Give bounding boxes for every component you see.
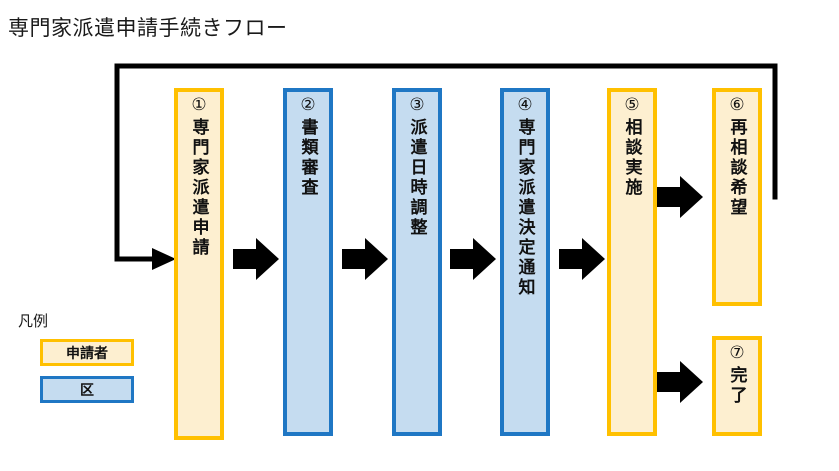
flow-step-6-label: 再相談希望 [727, 118, 747, 218]
flow-step-5-number: ⑤ [624, 95, 640, 115]
connector-arrow-3-to-4 [450, 238, 496, 280]
connector-arrow-5-to-7 [657, 361, 703, 403]
flow-step-4-number: ④ [517, 95, 533, 115]
flow-step-3-label: 派遣日時調整 [407, 118, 427, 238]
flow-step-3-number: ③ [409, 95, 425, 115]
flow-step-1[interactable]: ① 専門家派遣申請 [174, 88, 224, 440]
flow-step-5-label: 相談実施 [622, 118, 642, 198]
flow-step-6[interactable]: ⑥ 再相談希望 [712, 88, 762, 306]
connector-arrow-1-to-2 [233, 238, 279, 280]
flow-step-2[interactable]: ② 書類審査 [283, 88, 333, 436]
legend-item-applicant: 申請者 [40, 339, 134, 366]
flow-step-1-label: 専門家派遣申請 [189, 118, 209, 258]
flow-step-7-label: 完了 [727, 366, 747, 406]
flow-step-5[interactable]: ⑤ 相談実施 [607, 88, 657, 436]
flow-step-4[interactable]: ④ 専門家派遣決定通知 [500, 88, 550, 436]
flow-step-7-number: ⑦ [729, 343, 745, 363]
flow-step-2-number: ② [300, 95, 316, 115]
legend-item-ward-label: 区 [80, 381, 94, 398]
connector-arrow-2-to-3 [342, 238, 388, 280]
connector-arrow-4-to-5 [559, 238, 605, 280]
flow-step-7[interactable]: ⑦ 完了 [712, 336, 762, 436]
connector-arrow-5-to-6 [657, 176, 703, 218]
legend-item-ward: 区 [40, 376, 134, 403]
legend-item-applicant-label: 申請者 [66, 344, 108, 361]
flow-step-6-number: ⑥ [729, 95, 745, 115]
flow-step-3[interactable]: ③ 派遣日時調整 [392, 88, 442, 436]
legend-title: 凡例 [18, 313, 49, 330]
flow-step-4-label: 専門家派遣決定通知 [515, 118, 535, 298]
flow-step-1-number: ① [191, 95, 207, 115]
flow-step-2-label: 書類審査 [298, 118, 318, 198]
legend: 凡例 申請者 区 [18, 312, 150, 432]
page-title: 専門家派遣申請手続きフロー [8, 17, 288, 40]
